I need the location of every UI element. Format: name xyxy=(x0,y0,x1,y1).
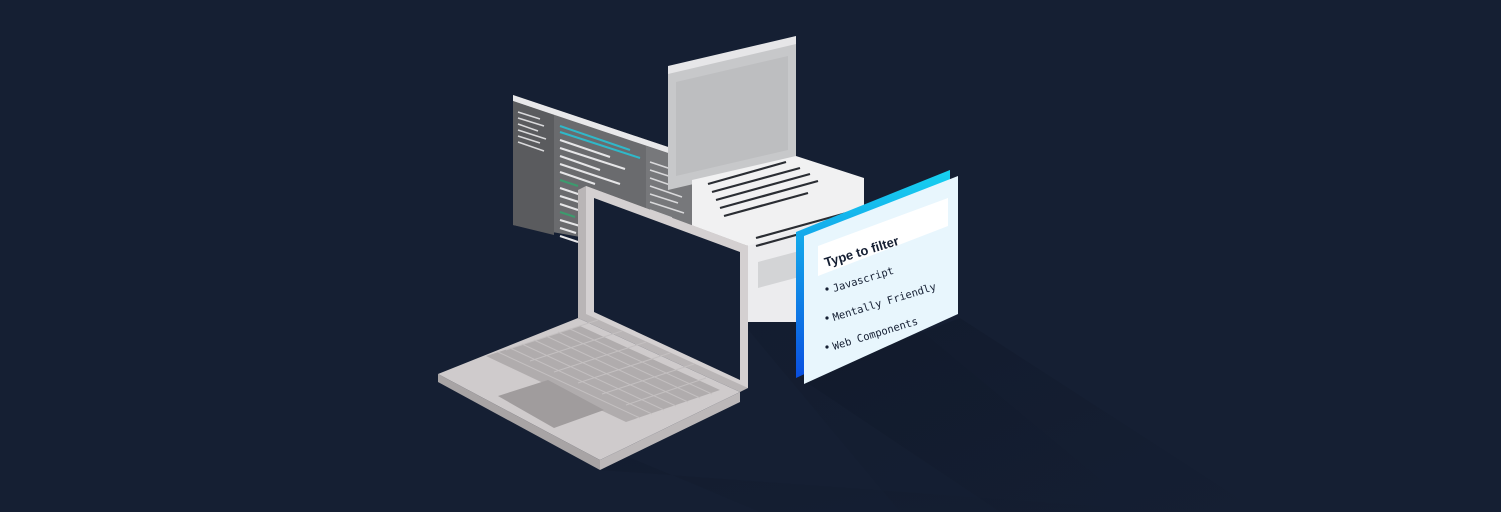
filter-card: Type to filter Javascript Mentally Frien… xyxy=(796,170,958,384)
filter-input xyxy=(818,198,948,276)
laptop-trackpad xyxy=(498,380,604,428)
laptop-keyboard xyxy=(486,326,720,422)
keyboard-keys xyxy=(497,319,713,419)
bullet-icon xyxy=(825,316,829,320)
laptop-screen xyxy=(594,198,740,380)
bullet-icon xyxy=(825,287,829,291)
document-book xyxy=(668,36,864,322)
laptop xyxy=(438,186,748,470)
editor-sidebar-lines xyxy=(517,111,547,152)
bullet-icon xyxy=(825,345,829,349)
document-text-lines xyxy=(707,160,851,248)
